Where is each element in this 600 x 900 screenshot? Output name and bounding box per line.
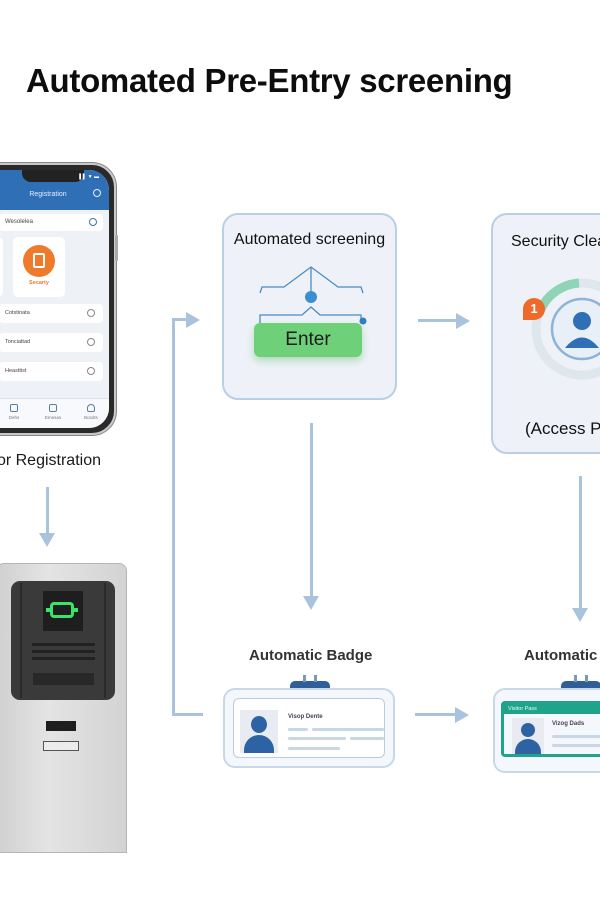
phone-screen: ▌▌ ▼ ▬ Registration Wesolelea Fecerle Se… — [0, 170, 109, 428]
badge-text-line — [552, 735, 600, 738]
badge-text-line — [350, 737, 384, 740]
automated-screening-card: Automated screening Enter — [222, 213, 397, 400]
chat-icon — [10, 404, 18, 412]
kiosk-rail — [20, 583, 22, 698]
arrow-head-down — [303, 596, 319, 610]
search-icon[interactable] — [89, 218, 97, 226]
tile-secarty[interactable]: Secarty — [13, 237, 65, 297]
id-card-icon — [23, 245, 55, 277]
tile-label: Secarty — [29, 280, 49, 286]
speaker-grille — [32, 643, 95, 646]
arrow-head-down — [39, 533, 55, 547]
arrow-line — [418, 319, 458, 322]
kiosk-terminal — [0, 563, 127, 853]
loop-arrow-line — [172, 713, 203, 716]
visitor-pass-header: Visitor Pass — [504, 704, 600, 714]
tile-label: Fecerle — [0, 280, 3, 286]
arrow-line — [310, 423, 313, 598]
speaker-grille — [32, 650, 95, 653]
automated-screening-title: Automated screening — [233, 231, 386, 248]
badge-clip-icon — [290, 675, 330, 690]
avatar-icon — [512, 718, 544, 754]
list-item[interactable]: Tonciattad — [0, 333, 103, 352]
badge-text-line — [312, 728, 384, 731]
phone-notch — [22, 170, 84, 182]
timer-icon — [87, 309, 95, 317]
page-title: Automated Pre-Entry screening — [26, 62, 513, 99]
kiosk-slot — [33, 673, 94, 685]
badge-text-line — [552, 744, 600, 747]
nav-item-dehs[interactable]: Dehs — [0, 404, 29, 420]
security-clearance-title: Security Clearance — [511, 233, 600, 250]
kiosk-screen — [43, 591, 83, 631]
automatic-badge-title: Automatic Badge — [249, 647, 373, 664]
visitor-pass-badge: Visitor Pass Vizog Dads — [493, 688, 600, 773]
kiosk-rail — [104, 583, 106, 698]
arrow-line — [415, 713, 457, 716]
phone-header: ▌▌ ▼ ▬ Registration — [0, 170, 109, 210]
badge-name: Vizog Dads — [552, 721, 585, 727]
nav-label: Bosdts — [84, 415, 98, 420]
automatic-badge-title-2: Automatic Badge — [524, 647, 600, 664]
arrow-head-right — [455, 707, 469, 723]
tile-fecerle[interactable]: Fecerle — [0, 237, 3, 297]
kiosk-panel — [11, 581, 115, 700]
visitor-badge: Visop Dente — [223, 688, 395, 768]
arrow-head-down — [572, 608, 588, 622]
user-icon — [87, 404, 95, 412]
list-item-label: Cotstinata — [5, 310, 30, 316]
speaker-grille — [32, 657, 95, 660]
nav-item-emesas[interactable]: Emesas — [38, 404, 68, 420]
timer-icon — [87, 338, 95, 346]
network-icon — [259, 266, 367, 325]
arrow-line — [46, 487, 49, 535]
loop-arrow-line — [172, 318, 175, 716]
status-icons: ▌▌ ▼ ▬ — [79, 174, 99, 180]
search-value: Wesolelea — [5, 219, 33, 225]
list-item-label: Heasttist — [5, 368, 27, 374]
phone-bottom-nav: Dehs Emesas Bosdts — [0, 398, 109, 428]
visitor-pass-card: Visitor Pass Vizog Dads — [501, 701, 600, 757]
arrow-line — [579, 476, 582, 610]
message-icon — [49, 404, 57, 412]
nav-label: Dehs — [8, 415, 20, 420]
scan-icon — [46, 602, 78, 618]
nav-label: Emesas — [44, 415, 62, 420]
enter-button[interactable]: Enter — [254, 323, 362, 357]
loop-arrow-line — [172, 318, 188, 321]
badge-tray — [43, 741, 79, 751]
timer-icon — [87, 367, 95, 375]
badge-text-line — [288, 737, 346, 740]
list-item-label: Tonciattad — [5, 339, 31, 345]
badge-name: Visop Dente — [288, 714, 323, 720]
security-clearance-card: Security Clearance 1 (Access Permitted) — [491, 213, 600, 454]
list-item[interactable]: Cotstinata — [0, 304, 103, 323]
phone-header-title: Registration — [29, 191, 67, 198]
list-item[interactable]: Heasttist — [0, 362, 103, 381]
card-reader — [46, 721, 76, 731]
badge-text-line — [288, 747, 340, 750]
arrow-head-right — [186, 312, 200, 328]
visitor-registration-label: Visitor Registration — [0, 452, 101, 469]
phone-device: ▌▌ ▼ ▬ Registration Wesolelea Fecerle Se… — [0, 163, 118, 435]
badge-clip-icon — [561, 675, 600, 690]
avatar-icon — [240, 710, 278, 753]
badge-card: Visop Dente — [233, 698, 385, 758]
access-permitted-label: (Access Permitted) — [525, 419, 600, 438]
refresh-icon[interactable] — [93, 189, 101, 197]
phone-search-input[interactable]: Wesolelea — [0, 214, 103, 231]
badge-text-line — [288, 728, 308, 731]
notification-badge: 1 — [523, 298, 545, 320]
arrow-head-right — [456, 313, 470, 329]
phone-side-button — [115, 235, 118, 261]
nav-item-bosdts[interactable]: Bosdts — [76, 404, 106, 420]
